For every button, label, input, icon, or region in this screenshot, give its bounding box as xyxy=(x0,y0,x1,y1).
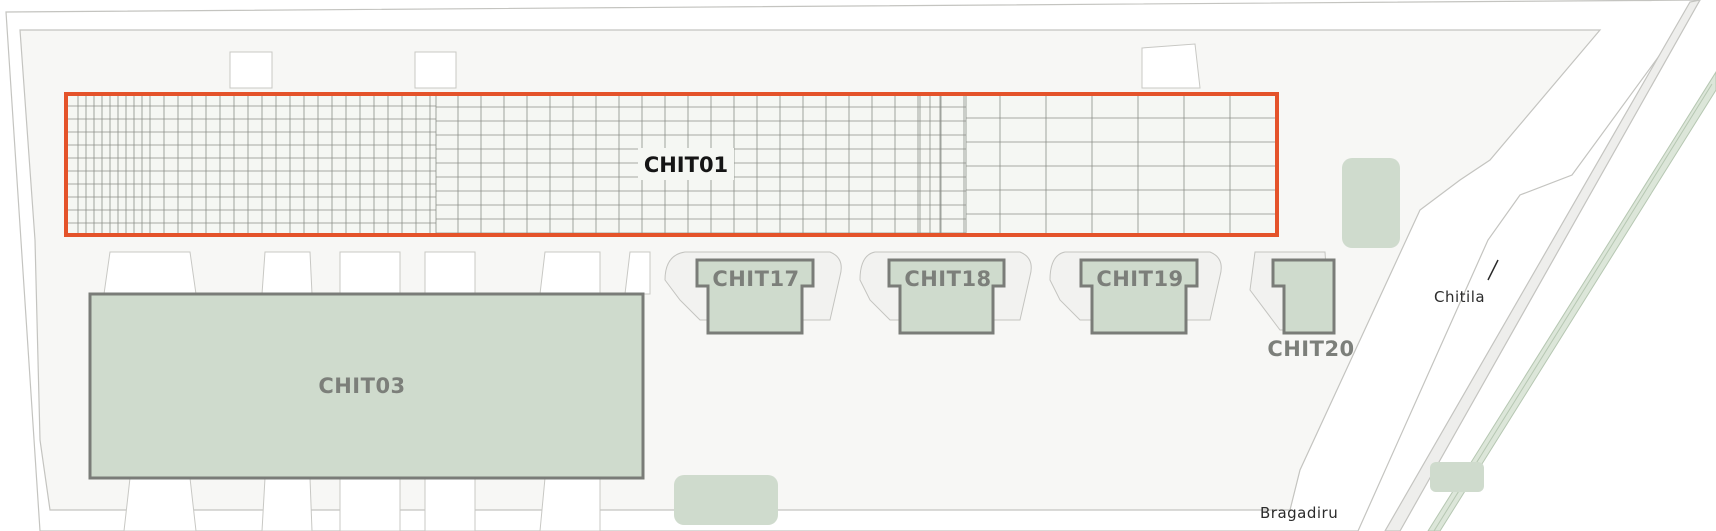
building-label-chit18: CHIT18 xyxy=(904,267,991,291)
diagonal-road xyxy=(1384,0,1701,531)
railway xyxy=(1427,71,1716,531)
green-area-south xyxy=(674,475,778,525)
building-label-chit01: CHIT01 xyxy=(644,153,728,177)
place-label-chitila: Chitila xyxy=(1434,288,1485,306)
selection-outline xyxy=(64,92,1279,237)
building-chit20[interactable]: CHIT20 xyxy=(1267,258,1354,361)
building-label-chit19: CHIT19 xyxy=(1096,267,1183,291)
building-label-chit17: CHIT17 xyxy=(712,267,799,291)
green-area-east xyxy=(1342,158,1400,248)
green-areas xyxy=(674,158,1484,525)
place-labels: Chitila Bragadiru xyxy=(1260,259,1499,522)
parking-bays xyxy=(103,43,1201,531)
chit01-roof-grid xyxy=(66,94,1277,235)
chit01-label-backdrop xyxy=(638,148,734,180)
building-chit03[interactable]: CHIT03 xyxy=(88,292,645,480)
building-chit18[interactable]: CHIT18 xyxy=(887,258,1006,335)
building-chit17[interactable]: CHIT17 xyxy=(695,258,815,335)
place-label-bragadiru: Bragadiru xyxy=(1260,504,1338,522)
building-chit01[interactable]: CHIT01 xyxy=(64,92,1279,237)
building-chit19[interactable]: CHIT19 xyxy=(1079,258,1199,335)
building-label-chit03: CHIT03 xyxy=(318,374,405,398)
green-area-rail xyxy=(1430,462,1484,492)
building-label-chit20: CHIT20 xyxy=(1267,337,1354,361)
chitila-marker xyxy=(1487,259,1499,281)
